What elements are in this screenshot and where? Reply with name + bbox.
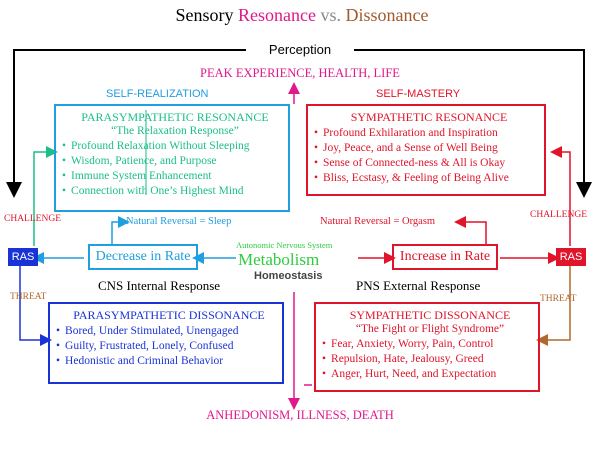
- list-item: Connection with One’s Highest Mind: [62, 184, 288, 199]
- threat-left-arrow: [19, 264, 52, 346]
- list-item: Immune System Enhancement: [62, 169, 288, 184]
- list-item: Profound Exhilaration and Inspiration: [314, 126, 544, 141]
- threat-right-arrow: [536, 264, 571, 346]
- sympathetic-dissonance-box: SYMPATHETIC DISSONANCE “The Fight or Fli…: [314, 302, 540, 392]
- metabolism-label: Metabolism: [238, 250, 320, 269]
- box-subtitle: “The Relaxation Response”: [111, 125, 239, 137]
- box-subtitle: “The Fight or Flight Syndrome”: [355, 323, 505, 335]
- diagram-title: Sensory Resonance vs. Dissonance: [175, 5, 429, 25]
- pns-label: PNS External Response: [356, 278, 481, 293]
- list-item: Hedonistic and Criminal Behavior: [56, 354, 282, 369]
- challenge-right-label: CHALLENGE: [530, 210, 587, 220]
- peak-label: PEAK EXPERIENCE, HEALTH, LIFE: [200, 66, 400, 80]
- list-item: Anger, Hurt, Need, and Expectation: [322, 367, 538, 382]
- parasympathetic-dissonance-box: PARASYMPATHETIC DISSONANCE Bored, Under …: [48, 302, 284, 384]
- list-item: Guilty, Frustrated, Lonely, Confused: [56, 339, 282, 354]
- ras-left-badge: RAS: [8, 248, 38, 266]
- ras-right-badge: RAS: [556, 248, 586, 266]
- list-item: Repulsion, Hate, Jealousy, Greed: [322, 352, 538, 367]
- box-title: SYMPATHETIC RESONANCE: [350, 110, 508, 124]
- sleep-reversal-arrow: [111, 216, 130, 244]
- autonomic-label: Autonomic Nervous System: [236, 240, 333, 250]
- perception-label: Perception: [268, 42, 332, 57]
- box-title: PARASYMPATHETIC DISSONANCE: [73, 308, 265, 322]
- list-item: Profound Relaxation Without Sleeping: [62, 139, 288, 154]
- anhedonism-label: ANHEDONISM, ILLNESS, DEATH: [206, 408, 394, 422]
- parasympathetic-resonance-box: PARASYMPATHETIC RESONANCE “The Relaxatio…: [54, 104, 290, 212]
- self-realization-label: SELF-REALIZATION: [106, 88, 209, 100]
- natural-reversal-sleep: Natural Reversal = Sleep: [126, 216, 232, 227]
- threat-right-label: THREAT: [540, 294, 577, 304]
- decrease-rate-box: Decrease in Rate: [88, 244, 198, 270]
- box-title: PARASYMPATHETIC RESONANCE: [81, 110, 269, 124]
- challenge-left-label: CHALLENGE: [4, 214, 61, 224]
- list-item: Bored, Under Stimulated, Unengaged: [56, 324, 282, 339]
- orgasm-reversal-arrow: [454, 216, 487, 244]
- natural-reversal-orgasm: Natural Reversal = Orgasm: [320, 216, 436, 227]
- list-item: Sense of Connected-ness & All is Okay: [314, 156, 544, 171]
- list-item: Fear, Anxiety, Worry, Pain, Control: [322, 337, 538, 352]
- perception-left-arrow: [6, 49, 246, 198]
- homeostasis-label: Homeostasis: [254, 270, 323, 282]
- box-title: SYMPATHETIC DISSONANCE: [349, 308, 511, 322]
- challenge-left-arrow: [33, 146, 58, 246]
- self-mastery-label: SELF-MASTERY: [376, 88, 461, 100]
- list-item: Wisdom, Patience, and Purpose: [62, 154, 288, 169]
- perception-right-arrow: [354, 49, 592, 198]
- threat-left-label: THREAT: [10, 292, 47, 302]
- sympathetic-resonance-box: SYMPATHETIC RESONANCE Profound Exhilarat…: [306, 104, 546, 196]
- cns-label: CNS Internal Response: [98, 278, 221, 293]
- list-item: Joy, Peace, and a Sense of Well Being: [314, 141, 544, 156]
- challenge-right-arrow: [550, 146, 571, 246]
- increase-rate-box: Increase in Rate: [392, 244, 498, 270]
- list-item: Bliss, Ecstasy, & Feeling of Being Alive: [314, 171, 544, 186]
